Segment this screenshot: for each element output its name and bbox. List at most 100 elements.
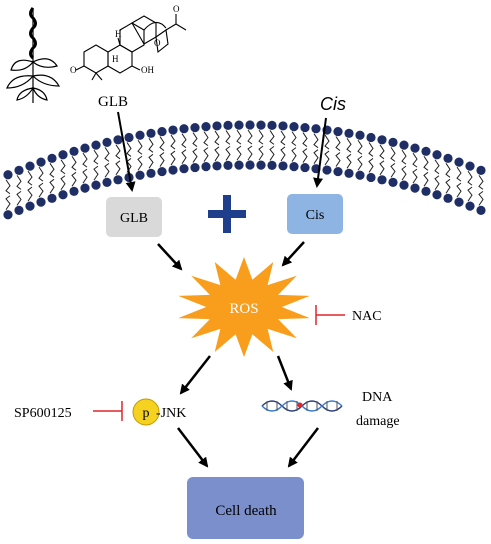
lipid-head bbox=[25, 201, 35, 211]
lipid-head bbox=[355, 170, 365, 180]
lipid-head bbox=[289, 122, 299, 132]
phospho-circle bbox=[132, 398, 160, 426]
lipid-tail bbox=[104, 162, 110, 178]
lipid-tail bbox=[225, 130, 231, 145]
lipid-head bbox=[476, 205, 486, 215]
svg-text:H: H bbox=[112, 54, 119, 64]
lipid-tail bbox=[412, 168, 418, 184]
lipid-head bbox=[245, 160, 255, 170]
lipid-tail bbox=[357, 140, 363, 155]
glb-box-label: GLB bbox=[120, 211, 148, 226]
lipid-tail bbox=[478, 175, 484, 190]
lipid-tail bbox=[71, 156, 77, 171]
svg-text:O: O bbox=[70, 65, 77, 75]
lipid-head bbox=[36, 197, 46, 207]
lipid-tail bbox=[434, 175, 440, 191]
lipid-tail bbox=[258, 129, 264, 145]
lipid-tail bbox=[203, 147, 209, 162]
lipid-tail bbox=[313, 149, 319, 164]
lipid-head bbox=[256, 120, 266, 130]
nac-inhibitor: NAC bbox=[315, 305, 382, 325]
lipid-head bbox=[58, 190, 68, 200]
lipid-head bbox=[69, 186, 79, 196]
sp600125-inhibitor: SP600125 bbox=[14, 401, 123, 421]
ros-to-dna-arrow bbox=[276, 355, 293, 391]
lipid-head bbox=[190, 162, 200, 173]
lipid-tail bbox=[137, 140, 143, 155]
lipid-tail bbox=[236, 129, 242, 145]
lipid-head bbox=[344, 128, 354, 138]
lipid-head bbox=[113, 135, 123, 145]
lipid-head bbox=[124, 132, 134, 143]
lipid-tail bbox=[269, 130, 275, 145]
lipid-tail bbox=[115, 160, 121, 176]
lipid-tail bbox=[291, 147, 297, 162]
lipid-head bbox=[36, 157, 46, 167]
lipid-tail bbox=[324, 134, 330, 150]
lipid-tail bbox=[5, 179, 11, 195]
cis-box: Cis bbox=[287, 194, 343, 234]
lipid-tail bbox=[225, 146, 231, 161]
dna-helix-icon bbox=[261, 400, 343, 412]
lipid-tail bbox=[390, 162, 396, 178]
lipid-head bbox=[465, 201, 475, 211]
lipid-head bbox=[267, 120, 277, 131]
glb-box: GLB bbox=[106, 197, 162, 237]
lipid-head bbox=[410, 143, 420, 153]
lipid-tail bbox=[16, 190, 22, 206]
lipid-tail bbox=[456, 166, 462, 182]
cell-death-label: Cell death bbox=[215, 503, 277, 519]
lipid-head bbox=[212, 161, 222, 171]
svg-text:O: O bbox=[173, 4, 180, 14]
svg-text:O: O bbox=[154, 38, 161, 48]
lipid-head bbox=[333, 166, 343, 177]
lipid-head bbox=[3, 170, 13, 180]
cell-death-box: Cell death bbox=[187, 477, 304, 539]
lipid-tail bbox=[27, 170, 33, 186]
cis-box-label: Cis bbox=[306, 208, 325, 223]
lipid-tail bbox=[379, 160, 385, 176]
lipid-head bbox=[256, 160, 266, 170]
lipid-head bbox=[168, 165, 178, 175]
lipid-tail bbox=[203, 131, 209, 147]
lipid-head bbox=[399, 140, 409, 150]
lipid-tail bbox=[401, 165, 407, 181]
lipid-head bbox=[102, 137, 112, 147]
svg-text:OH: OH bbox=[141, 65, 154, 75]
lipid-tail bbox=[368, 142, 374, 157]
lipid-head bbox=[80, 143, 90, 153]
lipid-tail bbox=[313, 133, 319, 149]
lipid-head bbox=[377, 135, 387, 145]
lipid-head bbox=[421, 146, 431, 156]
lipid-tail bbox=[302, 148, 308, 163]
lipid-head bbox=[388, 137, 398, 147]
lipid-tail bbox=[357, 155, 363, 171]
lipid-head bbox=[201, 122, 211, 132]
lipid-head bbox=[113, 175, 123, 185]
lipid-tail bbox=[423, 171, 429, 187]
lipid-head bbox=[454, 197, 464, 207]
lipid-head bbox=[168, 125, 178, 135]
lipid-head bbox=[388, 177, 398, 187]
lipid-tail bbox=[71, 171, 77, 187]
lipid-head bbox=[212, 121, 222, 131]
lipid-head bbox=[47, 193, 57, 203]
lipid-head bbox=[102, 177, 112, 187]
lipid-head bbox=[399, 180, 409, 190]
lipid-head bbox=[421, 186, 431, 196]
lipid-head bbox=[14, 205, 24, 215]
ros-burst: ROS bbox=[178, 257, 310, 357]
dna-label-line1: DNA bbox=[362, 390, 393, 405]
ros-label: ROS bbox=[229, 301, 258, 317]
lipid-head bbox=[146, 168, 156, 178]
lipid-tail bbox=[181, 149, 187, 164]
lipid-tail bbox=[16, 175, 22, 190]
dna-label-line2: damage bbox=[356, 414, 400, 429]
lipid-head bbox=[322, 165, 332, 175]
lipid-tail bbox=[104, 147, 110, 162]
lipid-head bbox=[223, 120, 233, 131]
lipid-head bbox=[14, 165, 24, 175]
lipid-tail bbox=[445, 178, 451, 194]
lipid-tail bbox=[335, 152, 341, 167]
